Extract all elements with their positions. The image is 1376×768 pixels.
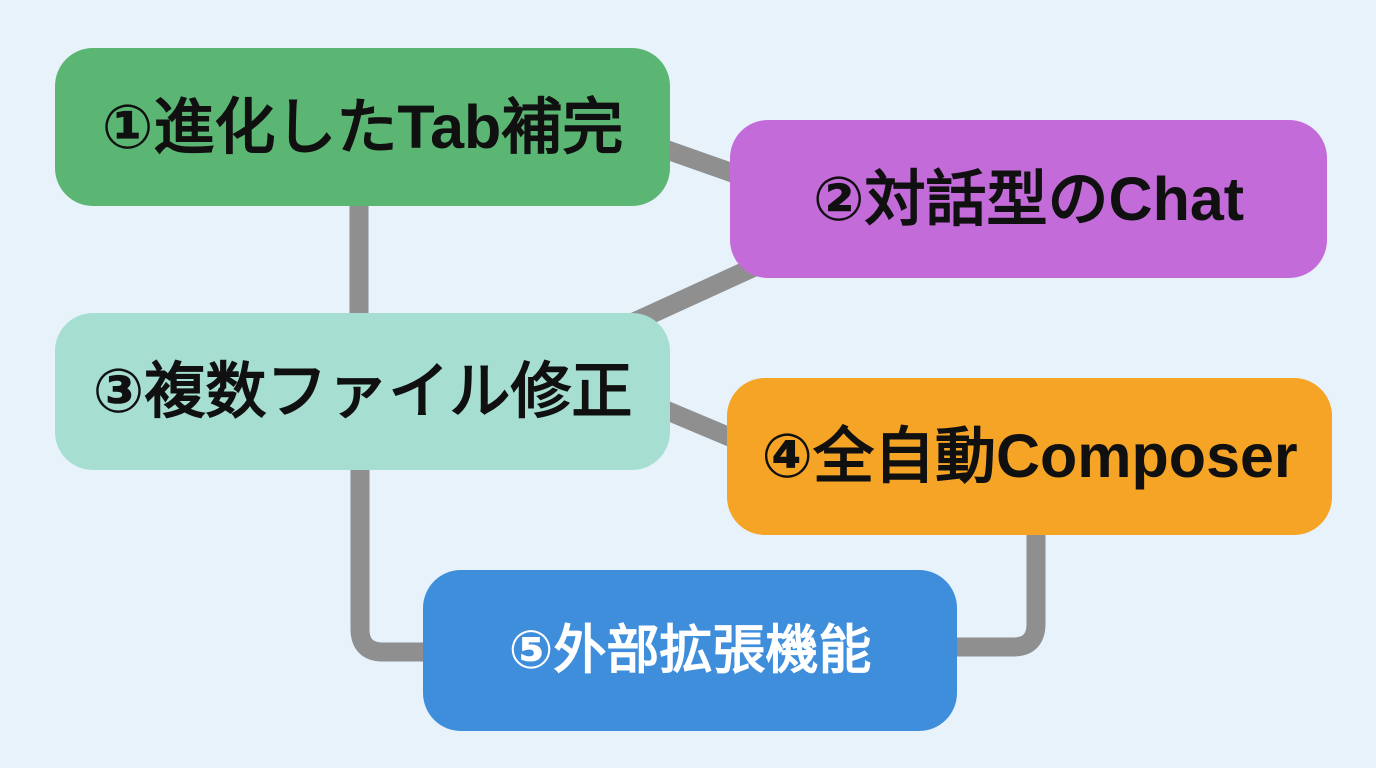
connector-node4-node5 bbox=[948, 527, 1046, 657]
node-composer: ④全自動Composer bbox=[727, 378, 1332, 535]
node-chat: ②対話型のChat bbox=[730, 120, 1327, 278]
node-external-extensions: ⑤外部拡張機能 bbox=[423, 570, 957, 731]
node-external-extensions-label: ⑤外部拡張機能 bbox=[508, 621, 872, 680]
node-composer-label: ④全自動Composer bbox=[761, 422, 1298, 490]
node-chat-label: ②対話型のChat bbox=[812, 164, 1245, 233]
node-tab-completion: ①進化したTab補完 bbox=[55, 48, 670, 206]
node-tab-completion-label: ①進化したTab補完 bbox=[101, 92, 624, 161]
connector-node3-node5 bbox=[350, 462, 432, 662]
node-multi-file-edit: ③複数ファイル修正 bbox=[55, 313, 670, 470]
node-multi-file-edit-label: ③複数ファイル修正 bbox=[92, 357, 633, 425]
connector-node1-node2 bbox=[652, 137, 748, 186]
